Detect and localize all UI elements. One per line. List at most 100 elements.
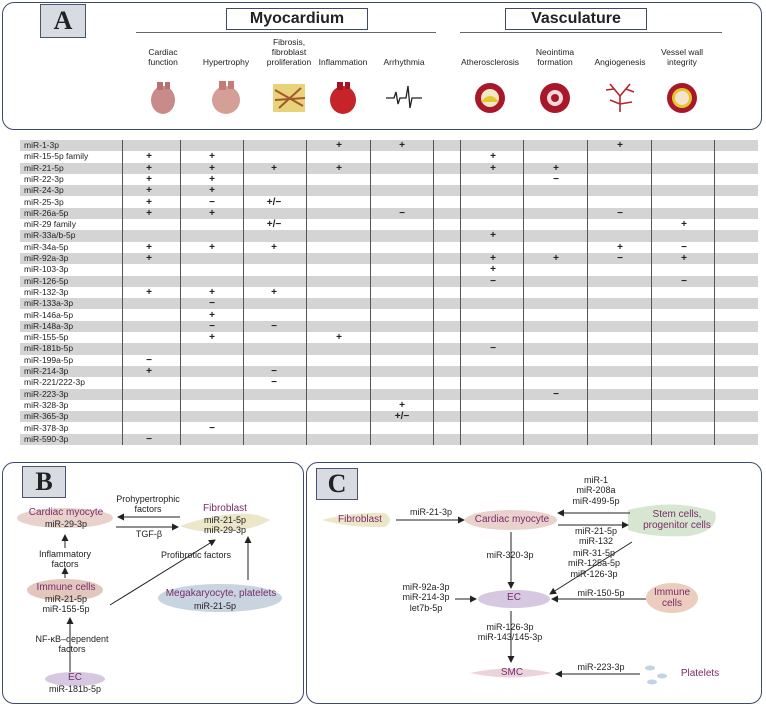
effect-cell: + [490, 264, 496, 276]
table-row: miR-34a-5p++++− [20, 242, 758, 253]
table-row: miR-21-5p++++++ [20, 162, 758, 174]
cardiac-myocyte-cell-icon [17, 508, 113, 528]
mirna-name: miR-590-3p [24, 433, 69, 444]
effect-cell: + [336, 332, 342, 344]
effect-cell: + [271, 286, 277, 298]
table-column-divider [180, 140, 181, 446]
effect-cell: +/− [266, 219, 282, 231]
c-platelet-to-smc-label: miR-223-3p [577, 662, 625, 672]
c-left-to-ec-label: miR-92a-3p miR-214-3p let7b-5p [402, 582, 450, 613]
effect-cell: − [553, 388, 559, 400]
table-column-divider [306, 140, 307, 446]
effect-cell: + [617, 241, 623, 253]
effect-cell: − [490, 343, 496, 355]
mirna-name: miR-25-3p [24, 196, 64, 207]
c-platelet-icon [647, 679, 657, 685]
mirna-name: miR-221/222-3p [24, 377, 85, 388]
neointima-vessel-icon [540, 83, 570, 113]
effect-cell: + [209, 151, 215, 163]
table-row: miR-25-3p+−+/− [20, 197, 758, 208]
table-row: miR-29 family+/−+ [20, 219, 758, 230]
mirna-name: miR-29 family [24, 219, 76, 230]
b-tgf-label: TGF-β [135, 529, 163, 539]
table-row: miR-133a-3p− [20, 298, 758, 310]
b-megakaryocyte-label: Megakaryocyte, platelets [165, 588, 277, 599]
effect-cell: − [271, 320, 277, 332]
panel-c [306, 462, 762, 704]
effect-cell: + [399, 140, 405, 151]
b-profibrotic-label: Profibrotic factors [160, 550, 232, 560]
vasculature-heading: Vasculature [505, 8, 647, 30]
vessel-wall-icon [667, 83, 697, 113]
effect-cell: + [271, 162, 277, 174]
fibroblast-cell-icon [180, 513, 270, 532]
table-row: miR-132-3p+++ [20, 287, 758, 298]
b-ec-label: EC [68, 672, 82, 683]
b-fibroblast-mir2: miR-29-3p [203, 525, 246, 535]
mirna-name: miR-133a-3p [24, 298, 74, 309]
effect-cell: − [617, 253, 623, 264]
effect-cell: + [146, 241, 152, 253]
effect-cell: + [617, 140, 623, 151]
table-row: miR-223-3p− [20, 388, 758, 400]
heart-icon [151, 82, 175, 114]
column-header-1: Hypertrophy [202, 57, 250, 67]
table-row: miR-181b-5p− [20, 343, 758, 355]
c-platelet-icon [657, 673, 667, 679]
table-row: miR-221/222-3p− [20, 377, 758, 388]
effect-cell: + [146, 286, 152, 298]
mirna-name: miR-132-3p [24, 286, 69, 297]
effect-cell: + [146, 366, 152, 377]
myocardium-rule [136, 32, 436, 33]
ec-cell-icon [45, 672, 105, 686]
table-row: miR-126-5p−− [20, 275, 758, 287]
c-immune-cell-icon [646, 583, 698, 613]
c-smc-cell-icon [470, 668, 552, 678]
column-header-6: Neointima formation [535, 47, 575, 67]
effect-cell: − [271, 366, 277, 377]
b-immune-cells-label: Immune cells [36, 582, 96, 593]
c-fibroblast-cell-icon [322, 512, 390, 528]
effect-cell: +/− [266, 196, 282, 208]
mirna-name: miR-22-3p [24, 173, 64, 184]
c-ec-label: EC [507, 592, 521, 603]
column-header-2: Fibrosis, fibroblast proliferation [266, 37, 312, 67]
effect-cell: + [553, 162, 559, 174]
column-header-8: Vessel wall integrity [660, 47, 704, 67]
megakaryocyte-icon [158, 584, 282, 612]
c-immune-cells-label: Immune cells [653, 587, 691, 609]
c-ec-cell-icon [478, 590, 550, 608]
mirna-name: miR-214-3p [24, 366, 69, 376]
mirna-name: miR-126-5p [24, 275, 69, 286]
effect-cell: + [146, 207, 152, 219]
effect-cell: + [399, 399, 405, 411]
table-row: miR-22-3p++− [20, 174, 758, 185]
b-cardiac-myocyte-mir: miR-29-3p [44, 519, 87, 529]
table-column-divider [714, 140, 715, 446]
b-inflammatory-label: Inflammatory factors [38, 549, 91, 570]
effect-cell: + [209, 162, 215, 174]
vasculature-rule [460, 32, 722, 33]
mirna-name: miR-1-3p [24, 140, 59, 150]
table-column-divider [651, 140, 652, 446]
table-column-divider [523, 140, 524, 446]
b-ec-mir: miR-181b-5p [48, 684, 102, 694]
mirna-name: miR-21-5p [24, 162, 64, 173]
effect-cell: +/− [394, 411, 410, 423]
mirna-name: miR-103-3p [24, 264, 69, 275]
table-row: miR-33a/b-5p+ [20, 230, 758, 242]
mirna-name: miR-328-3p [24, 399, 69, 410]
table-row: miR-328-3p + [20, 400, 758, 411]
b-prohypertrophic-label: Prohypertrophic factors [116, 494, 180, 515]
b-megakaryocyte-mir: miR-21-5p [193, 601, 236, 611]
effect-cell: + [490, 230, 496, 242]
effect-cell: + [146, 185, 152, 197]
table-row: miR-365-3p+/− [20, 411, 758, 423]
effect-cell: + [490, 253, 496, 264]
b-fibroblast-mir1: miR-21-5p [203, 515, 246, 525]
table-row: miR-155-5p++ [20, 332, 758, 343]
b-nfkb-label: NF-κB–dependent factors [35, 634, 109, 655]
effect-cell: + [146, 151, 152, 163]
table-row: miR-378-3p− [20, 423, 758, 434]
